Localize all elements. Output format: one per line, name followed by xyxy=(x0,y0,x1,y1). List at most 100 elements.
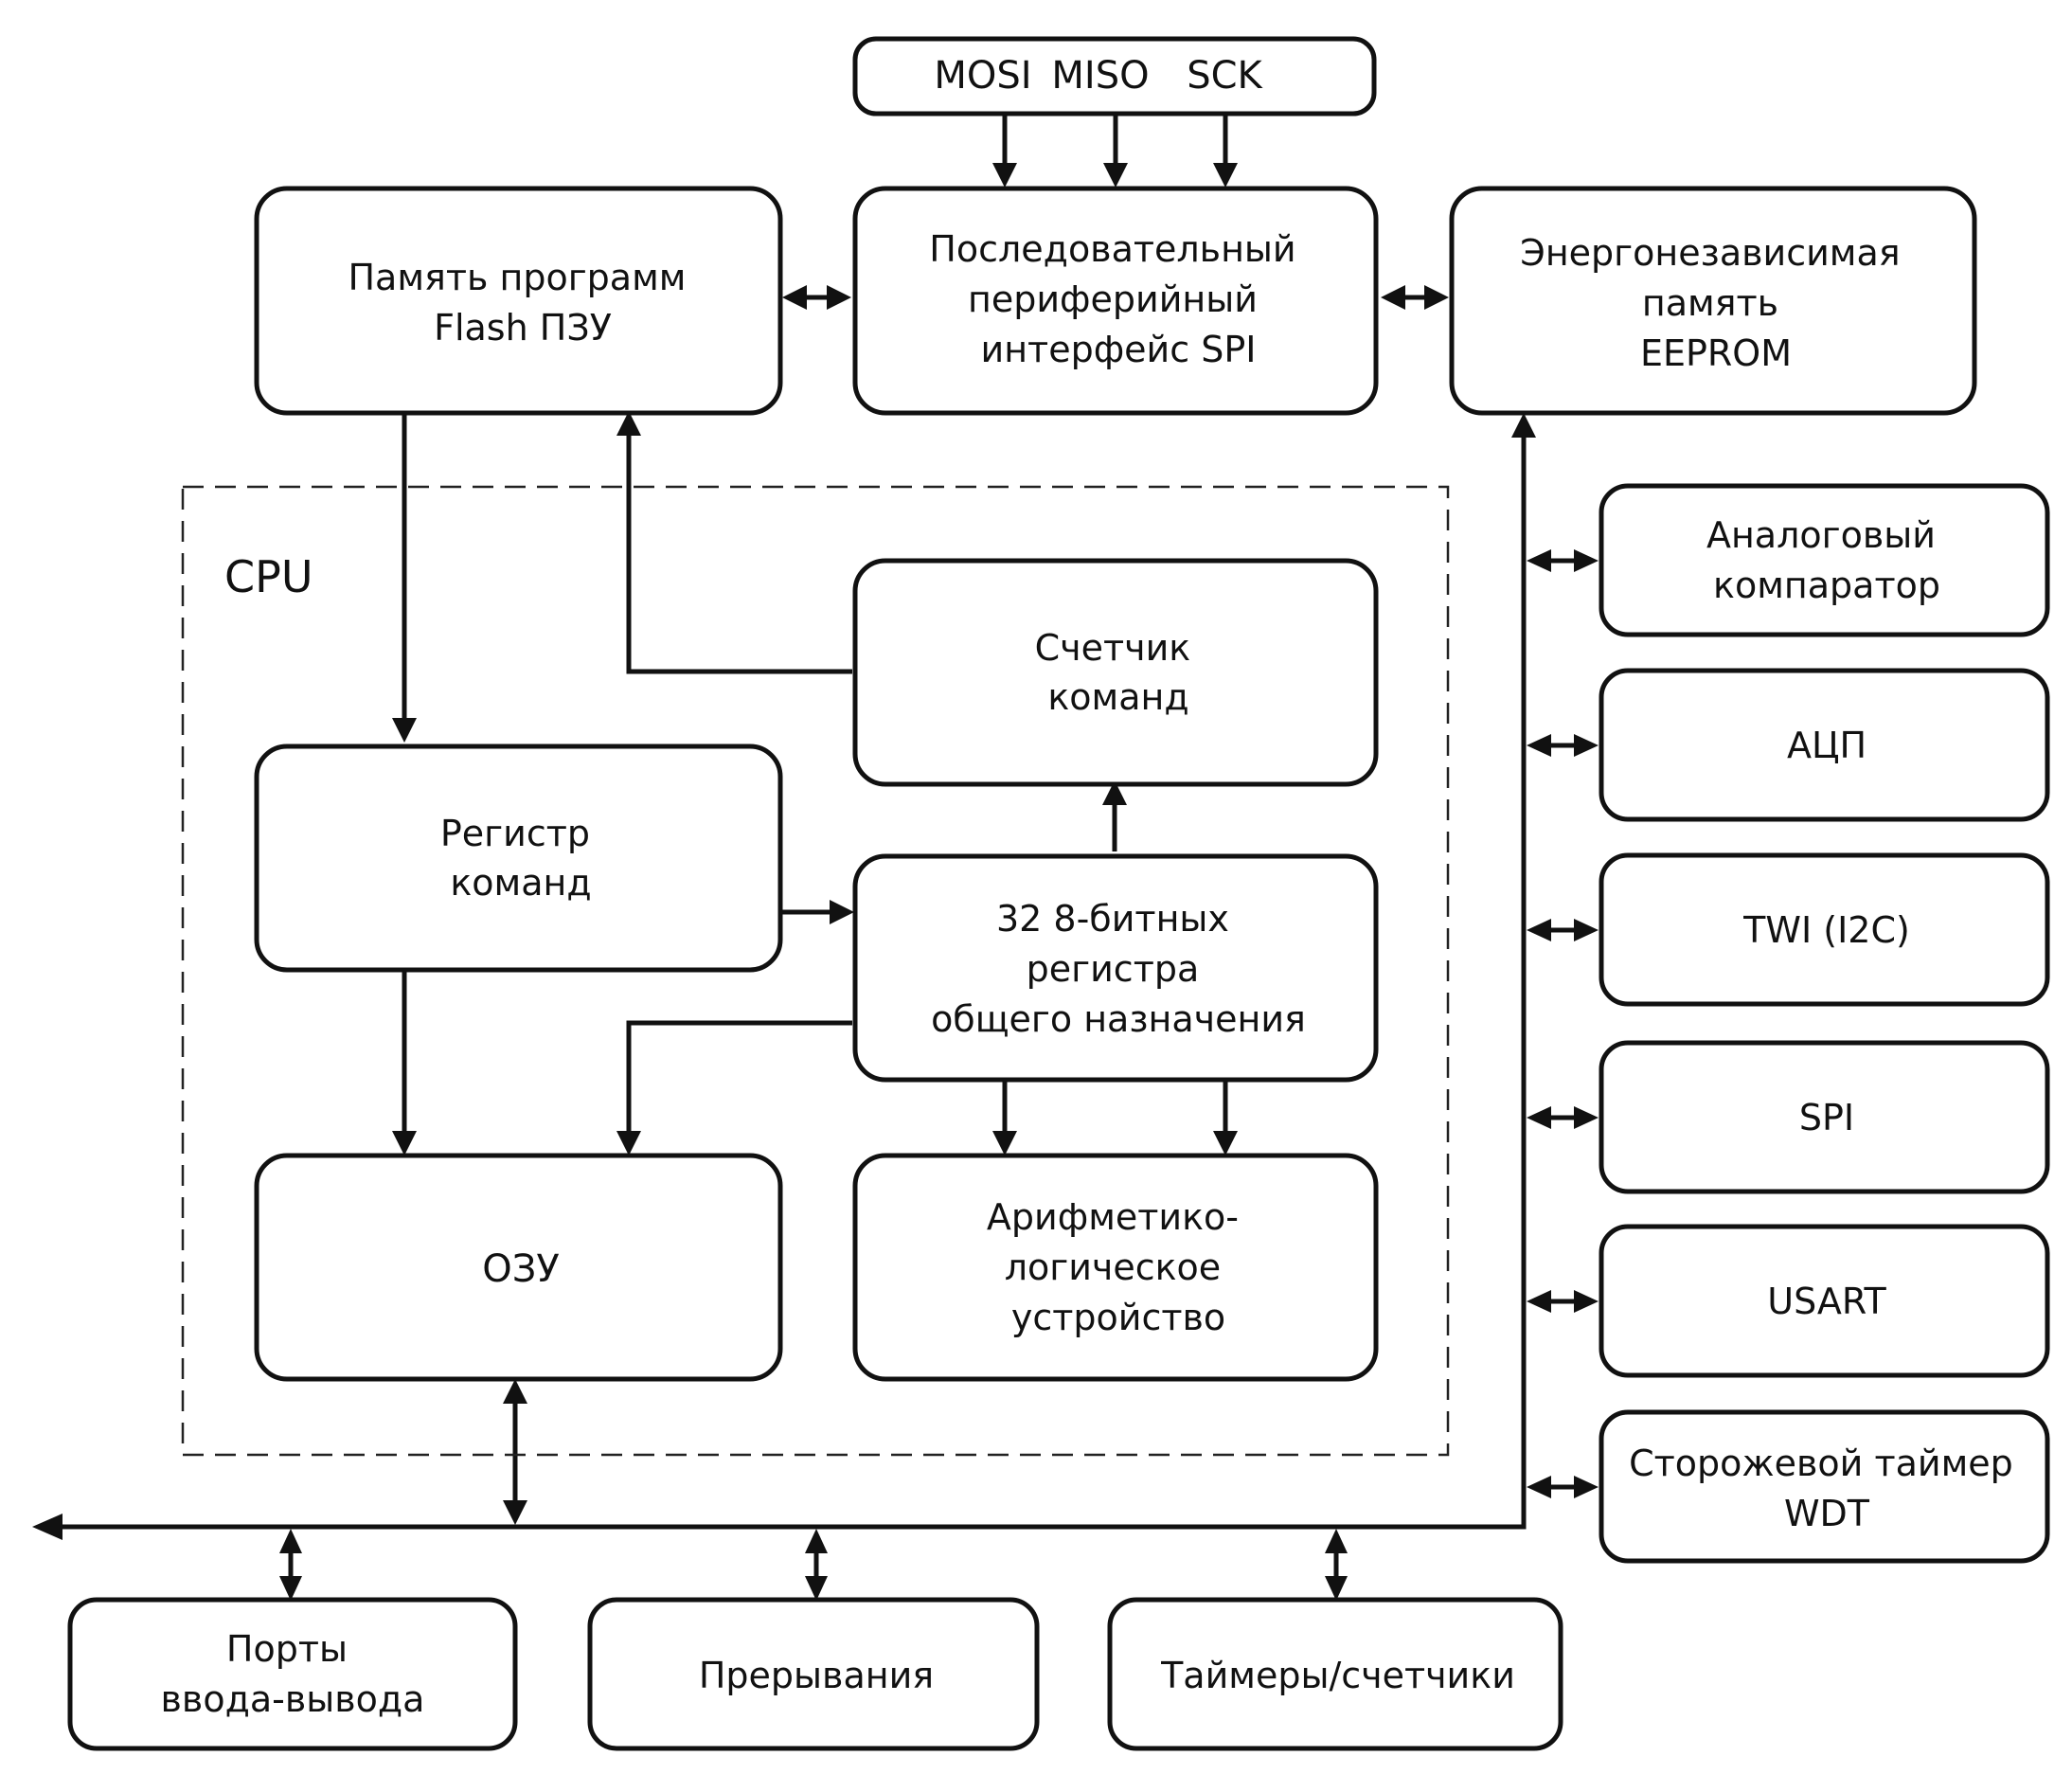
instruction-register-block: Регистр команд xyxy=(254,744,783,973)
analog-comparator-label-line-2: компаратор xyxy=(1713,564,1940,606)
flash-label-line-2: Flash ПЗУ xyxy=(434,307,612,349)
arrowhead-left xyxy=(1527,919,1551,941)
wdt-label-line-2: WDT xyxy=(1784,1493,1870,1534)
program-counter-label-line-1: Счетчик xyxy=(1035,627,1191,669)
mosi-pin-label: MOSI xyxy=(934,54,1031,98)
gp-registers-label-line-2: регистра xyxy=(1027,948,1200,990)
connection-lines xyxy=(57,114,1583,1580)
arrowhead-left xyxy=(782,285,807,310)
timers-counters-block: Таймеры/счетчики xyxy=(1107,1597,1563,1751)
arrowhead-down xyxy=(992,163,1017,188)
io-ports-label-line-2: ввода-вывода xyxy=(161,1678,425,1720)
flash-memory-block: Память программ Flash ПЗУ xyxy=(254,186,783,416)
arrowhead-down xyxy=(392,718,417,743)
spi-interface-label-line-2: периферийный xyxy=(968,278,1258,320)
arrowhead-left xyxy=(1527,549,1551,572)
eeprom-label-line-2: память xyxy=(1642,282,1778,324)
arrowhead-right xyxy=(830,900,854,924)
main-bus xyxy=(57,436,1527,1530)
arrowhead-right xyxy=(1574,919,1599,941)
arrowhead-down xyxy=(616,1131,641,1156)
arrowhead-up xyxy=(616,411,641,436)
alu-block: Арифметико- логическое устройство xyxy=(852,1153,1379,1382)
usart-block: USART xyxy=(1599,1224,2050,1378)
ram-block: ОЗУ xyxy=(254,1153,783,1382)
svg-text:32 8-битных регистра: 32 8-битных регистра общего назначения xyxy=(931,898,1306,1040)
eeprom-label-line-1: Энергонезависимая xyxy=(1520,232,1900,274)
cpu-boundary xyxy=(181,485,1450,1457)
arrow-heads xyxy=(32,163,1599,1601)
timers-counters-label: Таймеры/счетчики xyxy=(1160,1655,1515,1696)
arrowhead-down xyxy=(503,1500,527,1525)
flash-label-line-1: Память программ xyxy=(348,257,686,298)
arrowhead-down xyxy=(392,1131,417,1156)
arrowhead-left xyxy=(1527,1106,1551,1129)
usart-label: USART xyxy=(1767,1281,1886,1322)
adc-block: АЦП xyxy=(1599,668,2050,822)
svg-text:Порты ввода-вывода: Порты ввода-вывода xyxy=(161,1628,425,1720)
regs-to-ram-line xyxy=(626,1020,852,1135)
general-purpose-registers-block: 32 8-битных регистра общего назначения xyxy=(852,853,1379,1083)
pc-to-flash-line xyxy=(626,432,852,674)
arrowhead-down xyxy=(1103,163,1128,188)
program-counter-block: Счетчик команд xyxy=(852,558,1379,787)
arrowhead-right xyxy=(1574,1476,1599,1498)
svg-text:Последовательный перифер: Последовательный периферийный интерфейс … xyxy=(929,228,1307,370)
alu-label-line-3: устройство xyxy=(1011,1297,1225,1338)
sck-pin-label: SCK xyxy=(1187,54,1263,98)
arrowhead-down xyxy=(805,1576,828,1601)
svg-text:Сторожевой таймер WDT: Сторожевой таймер WDT xyxy=(1629,1443,2025,1534)
io-ports-label-line-1: Порты xyxy=(226,1628,348,1670)
arrowhead-down xyxy=(992,1131,1017,1156)
eeprom-block: Энергонезависимая память EEPROM xyxy=(1449,186,1977,416)
twi-label: TWI (I2C) xyxy=(1742,909,1910,951)
svg-text:Аналоговый компаратор: Аналоговый компаратор xyxy=(1706,514,1947,606)
svg-text:Арифметико- логическое: Арифметико- логическое устройство xyxy=(987,1196,1250,1338)
arrowhead-right xyxy=(1574,549,1599,572)
arrowhead-down xyxy=(1325,1576,1348,1601)
arrowhead-right xyxy=(1574,1290,1599,1313)
arrowhead-left xyxy=(1381,285,1405,310)
gp-registers-label-line-3: общего назначения xyxy=(931,998,1306,1040)
alu-label-line-2: логическое xyxy=(1005,1246,1222,1288)
instruction-register-label-line-1: Регистр xyxy=(440,813,590,854)
arrowhead-up xyxy=(1102,780,1127,805)
arrowhead-right xyxy=(1424,285,1449,310)
arrowhead-up xyxy=(1325,1529,1348,1553)
gp-registers-label-line-1: 32 8-битных xyxy=(996,898,1229,940)
io-ports-block: Порты ввода-вывода xyxy=(67,1597,518,1751)
program-counter-label-line-2: команд xyxy=(1047,676,1188,718)
spi-interface-label-line-1: Последовательный xyxy=(929,228,1295,270)
spi-pins-block: MOSI MISO SCK xyxy=(852,36,1377,116)
analog-comparator-label-line-1: Аналоговый xyxy=(1706,514,1936,556)
arrowhead-left xyxy=(1527,734,1551,757)
spi-interface-label-line-3: интерфейс SPI xyxy=(981,329,1257,370)
arrowhead-down xyxy=(1213,163,1238,188)
svg-text:Регистр команд: Регистр команд xyxy=(440,813,601,904)
arrowhead-left xyxy=(1527,1476,1551,1498)
eeprom-label-line-3: EEPROM xyxy=(1640,332,1792,374)
arrowhead-left xyxy=(1527,1290,1551,1313)
bus-left-arrowhead xyxy=(32,1514,63,1540)
arrowhead-up xyxy=(805,1529,828,1553)
arrowhead-up xyxy=(1511,413,1536,438)
instruction-register-label-line-2: команд xyxy=(450,862,591,904)
spi-peripheral-block: SPI xyxy=(1599,1040,2050,1194)
spi-interface-block: Последовательный периферийный интерфейс … xyxy=(852,186,1379,416)
twi-block: TWI (I2C) xyxy=(1599,852,2050,1007)
cpu-label: CPU xyxy=(224,551,313,602)
arrowhead-up xyxy=(279,1529,302,1553)
arrowhead-right xyxy=(827,285,851,310)
watchdog-timer-block: Сторожевой таймер WDT xyxy=(1599,1409,2050,1564)
interrupts-label: Прерывания xyxy=(699,1655,934,1696)
arrowhead-down xyxy=(279,1576,302,1601)
analog-comparator-block: Аналоговый компаратор xyxy=(1599,483,2050,637)
wdt-label-line-1: Сторожевой таймер xyxy=(1629,1443,2013,1484)
svg-text:Счетчик команд: Счетчик команд xyxy=(1035,627,1203,718)
arrowhead-right xyxy=(1574,1106,1599,1129)
svg-text:Энергонезависимая память: Энергонезависимая память EEPROM xyxy=(1520,232,1911,374)
arrowhead-up xyxy=(503,1379,527,1404)
arrowhead-right xyxy=(1574,734,1599,757)
adc-label: АЦП xyxy=(1787,725,1867,766)
